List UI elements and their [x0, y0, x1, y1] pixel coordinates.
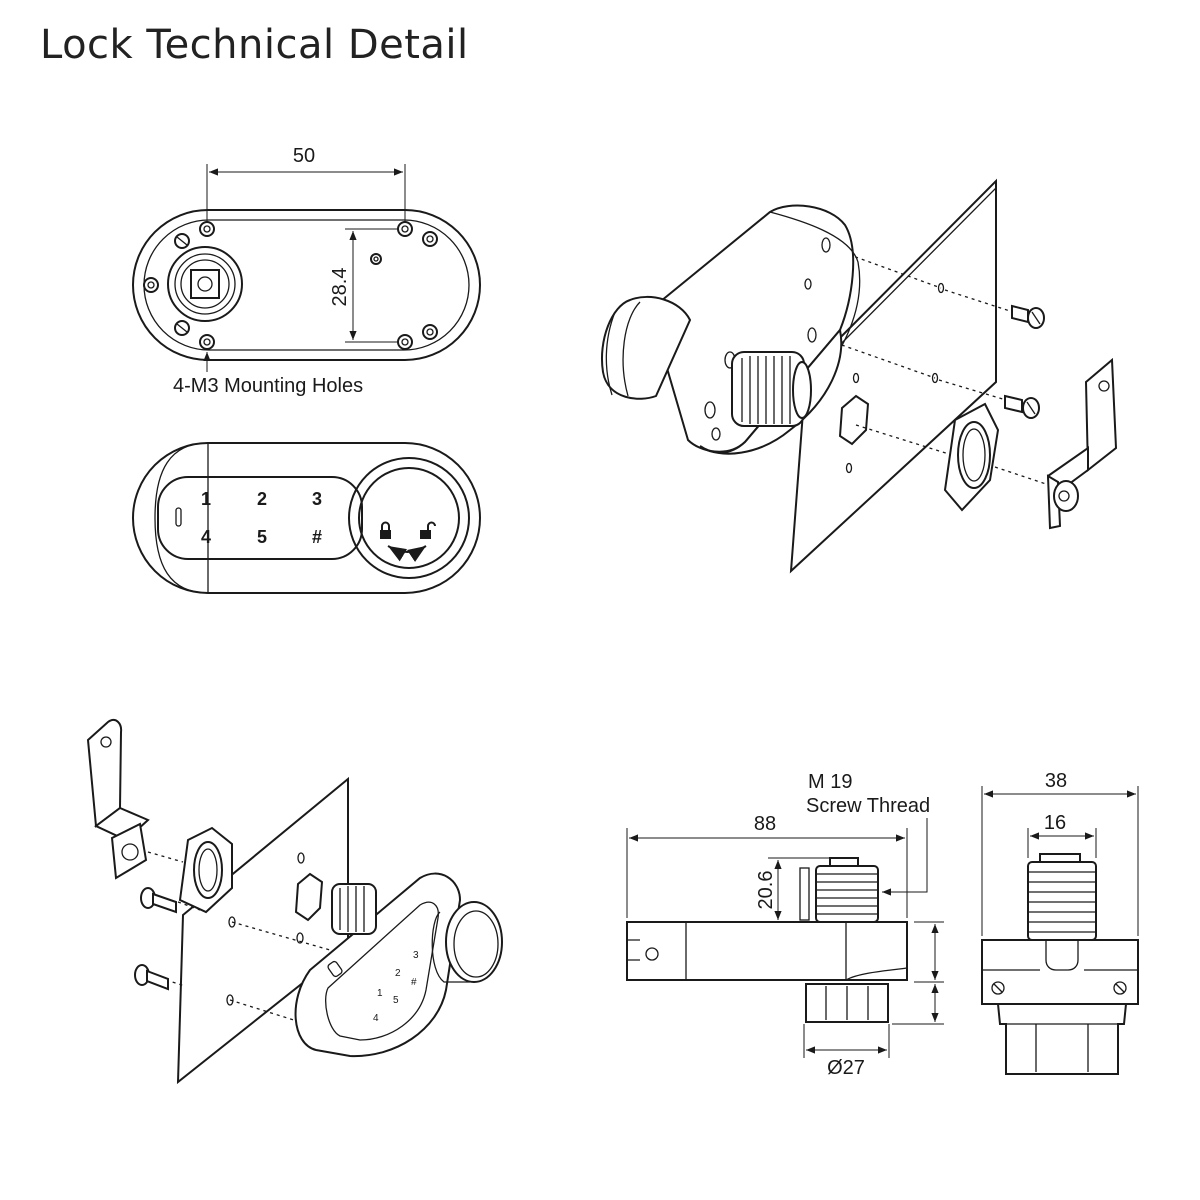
- key-4: 4: [201, 527, 211, 547]
- key-3-iso: 3: [413, 950, 419, 961]
- side-view-knob: [805, 983, 889, 1023]
- threaded-barrel-iso: [731, 351, 812, 427]
- page-title: Lock Technical Detail: [40, 22, 469, 68]
- lock-body-iso-2: [294, 872, 462, 1058]
- exploded-view-left: 1 2 3 4 5 #: [86, 718, 503, 1085]
- dimension-diameter-27: Ø27: [827, 1057, 865, 1079]
- key-5: 5: [257, 527, 267, 547]
- keypad-housing-outline: [132, 442, 481, 594]
- key-hash-iso: #: [411, 977, 417, 988]
- threaded-barrel-iso-2: [331, 883, 377, 935]
- rotate-arrow-icon: [387, 545, 427, 562]
- dimension-88: 88: [754, 813, 776, 835]
- lock-closed-icon: [380, 521, 391, 539]
- back-plate-inner-outline: [143, 219, 470, 351]
- plate-screws: [143, 231, 438, 340]
- key-4-iso: 4: [373, 1013, 379, 1024]
- end-view: 38 16: [981, 770, 1139, 1075]
- cam-bracket-iso: [1046, 357, 1118, 530]
- spindle-hub: [167, 246, 243, 322]
- lock-open-icon: [420, 521, 436, 539]
- dimension-38: 38: [1045, 770, 1067, 792]
- screw-lower-iso: [1004, 394, 1040, 419]
- hex-nut-iso-2: [178, 826, 233, 914]
- knob: [358, 467, 460, 569]
- screw-upper-iso: [1011, 304, 1045, 329]
- dimension-20-6: 20.6: [755, 871, 777, 910]
- exploded-view-right: [601, 178, 1118, 574]
- keypad-iso-2: 1 2 3 4 5 #: [373, 950, 419, 1024]
- knob-outer: [348, 457, 470, 579]
- key-hash: #: [312, 527, 322, 547]
- thread-label-line2: Screw Thread: [806, 795, 930, 817]
- thread-label-line1: M 19: [808, 771, 852, 793]
- cam-bracket-iso-2: [86, 718, 150, 880]
- front-view-keypad: 1 2 3 4 5 #: [132, 442, 481, 594]
- spindle-cutout: [838, 394, 870, 446]
- side-view-body: [626, 921, 908, 981]
- mounting-holes-label: 4-M3 Mounting Holes: [173, 375, 363, 397]
- dimension-50: 50: [293, 145, 315, 167]
- hex-nut-iso: [943, 402, 1000, 512]
- key-2: 2: [257, 489, 267, 509]
- keypad-panel: [157, 476, 363, 560]
- end-view-thread: [1027, 861, 1097, 941]
- key-5-iso: 5: [393, 995, 399, 1006]
- screw-upper-iso-2: [140, 887, 177, 914]
- side-view: 88 20.6 M 19 Screw Thread Ø27: [626, 771, 944, 1079]
- end-view-body: [981, 939, 1139, 1005]
- mounting-holes: [199, 221, 413, 350]
- screw-lower-iso-2: [134, 964, 169, 991]
- key-2-iso: 2: [395, 968, 401, 979]
- status-led: [175, 507, 182, 527]
- back-plate-outline: [132, 209, 481, 361]
- key-1-iso: 1: [377, 988, 383, 999]
- dimension-28-4: 28.4: [329, 268, 351, 307]
- end-view-knob: [997, 1003, 1127, 1075]
- top-view-back-plate: 50 28.4 4-M3 Mounting Holes: [132, 145, 481, 397]
- dimension-16: 16: [1044, 812, 1066, 834]
- square-spindle: [190, 269, 220, 299]
- key-1: 1: [201, 489, 211, 509]
- side-view-thread: [799, 857, 879, 923]
- key-3: 3: [312, 489, 322, 509]
- spindle-cutout-2: [294, 872, 324, 922]
